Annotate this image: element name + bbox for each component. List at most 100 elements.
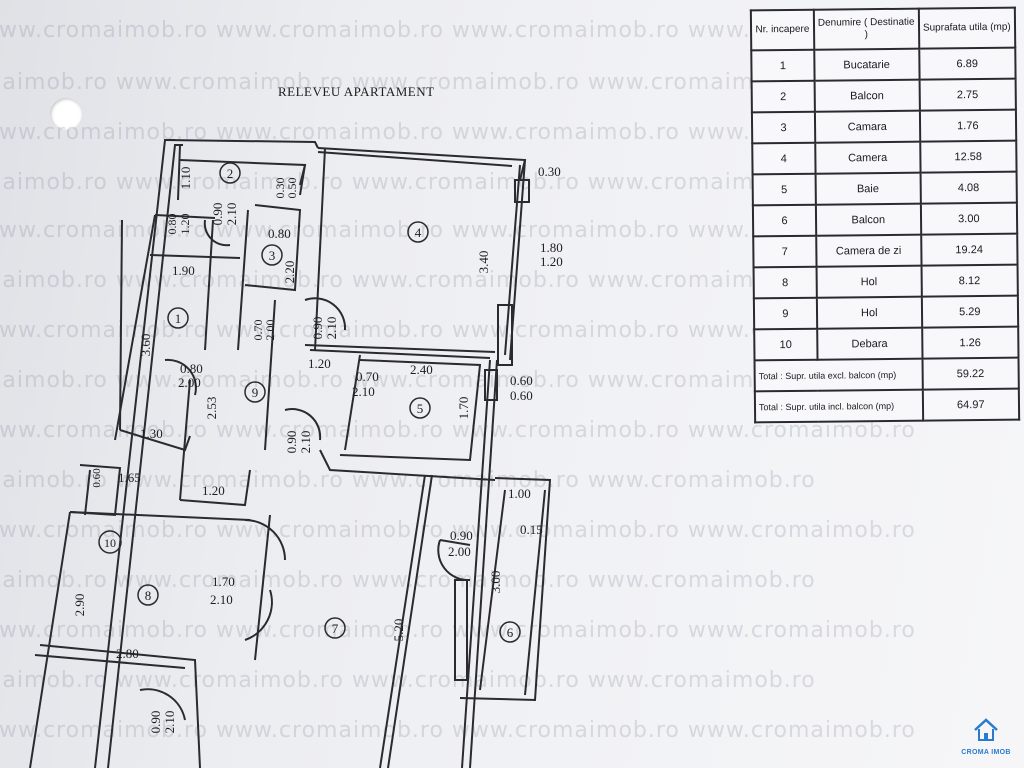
room-1-number: 1 [175,311,182,326]
total-value: 59.22 [922,357,1019,390]
dimension: 0.70 [251,320,265,341]
room-area-cell: 1.26 [921,326,1019,359]
room-2-number: 2 [227,166,234,181]
dimension: 1.70 [456,397,471,420]
room-name-cell: Camera de zi [816,234,922,267]
room-area-table: Nr. incapere Denumire ( Destinatie ) Sup… [749,6,1021,424]
room-name-cell: Camara [814,110,920,143]
dimension: 2.00 [448,544,471,559]
dimension: 1.20 [178,214,192,235]
dimension: 0.60 [510,373,533,388]
room-area-cell: 12.58 [919,140,1017,173]
dimension: 2.00 [178,375,201,390]
croma-imob-logo: CROMA IMOB [956,716,1016,764]
dimension: 1.30 [140,426,163,441]
room-area-cell: 2.75 [919,78,1016,111]
room-8-label: 8 [137,584,159,606]
room-number-cell: 5 [752,173,816,206]
room-name-cell: Hol [816,265,922,298]
dimension: 1.20 [202,483,225,498]
room-number-cell: 7 [753,235,817,268]
room-number-cell: 1 [751,49,815,82]
dimension: 0.70 [356,369,379,384]
room-labels: 1 2 3 4 5 6 7 8 9 10 [98,162,521,643]
dimension: 3.00 [488,571,503,594]
dimension: 2.00 [263,320,277,341]
plan-title: RELEVEU APARTAMENT [278,84,435,99]
room-name-cell: Balcon [814,79,920,112]
dimension: 5.20 [391,619,406,642]
dimension: 1.70 [212,574,235,589]
dimension: 0.60 [510,388,533,403]
room-area-cell: 19.24 [920,233,1018,266]
room-9-number: 9 [252,385,259,400]
dimension: 2.10 [324,317,339,340]
dimension: 0.80 [180,361,203,376]
room-7-number: 7 [332,621,339,636]
dimension: 0.80 [165,214,179,235]
dimension: 2.90 [72,594,87,617]
room-area-cell: 5.29 [921,295,1019,328]
dimension: 0.90 [284,431,299,454]
room-9-label: 9 [244,381,266,403]
dimension: 0.90 [148,711,163,734]
room-6-number: 6 [507,625,514,640]
total-row: Total : Supr. utila incl. balcon (mp)64.… [754,388,1020,423]
dimension: 2.10 [162,711,177,734]
room-5-number: 5 [417,401,424,416]
total-row: Total : Supr. utila excl. balcon (mp)59.… [754,357,1019,392]
dimension: 2.20 [282,261,297,284]
room-5-label: 5 [409,397,431,419]
dimension: 1.20 [308,356,331,371]
dimension: 0.30 [273,178,287,199]
room-number-cell: 10 [754,328,818,361]
room-area-cell: 4.08 [920,171,1017,204]
header-room-number: Nr. incapere [750,9,815,51]
total-value: 64.97 [922,388,1020,421]
header-room-area: Suprafata utila (mp) [918,7,1016,49]
room-2-label: 2 [219,162,241,184]
dimension: 0.90 [450,528,473,543]
dimension: 2.53 [204,397,219,420]
room-3-label: 3 [261,244,283,266]
dimension: 0.15 [520,522,543,537]
room-4-label: 4 [407,221,429,243]
room-7-label: 7 [324,617,346,639]
dimension: 0.50 [285,178,299,199]
room-name-cell: Camera [815,141,921,174]
dimension: 0.60 [91,468,103,488]
room-8-number: 8 [145,588,152,603]
dimension: 2.10 [210,592,233,607]
dimension: 3.40 [476,251,491,274]
dimension: 0.90 [210,203,225,226]
dimension: 2.10 [352,384,375,399]
room-name-cell: Baie [815,172,921,205]
room-3-number: 3 [269,248,276,263]
dimension: 2.10 [298,431,313,454]
room-10-label: 10 [98,530,122,554]
room-area-cell: 8.12 [921,264,1018,297]
room-area-cell: 1.76 [919,109,1017,142]
dimension: 1.10 [178,167,193,190]
room-10-number: 10 [104,536,116,550]
room-number-cell: 4 [752,142,816,175]
total-label: Total : Supr. utila incl. balcon (mp) [754,389,923,423]
dimension: 0.80 [268,226,291,241]
room-name-cell: Bucatarie [814,48,920,81]
header-room-name: Denumire ( Destinatie ) [813,8,919,50]
house-icon [974,718,998,741]
dimension: 2.80 [116,646,139,661]
dimension: 2.10 [224,203,239,226]
total-label: Total : Supr. utila excl. balcon (mp) [754,358,923,392]
table-header-row: Nr. incapere Denumire ( Destinatie ) Sup… [750,7,1016,51]
room-area-cell: 6.89 [918,47,1016,80]
room-number-cell: 2 [751,80,815,113]
